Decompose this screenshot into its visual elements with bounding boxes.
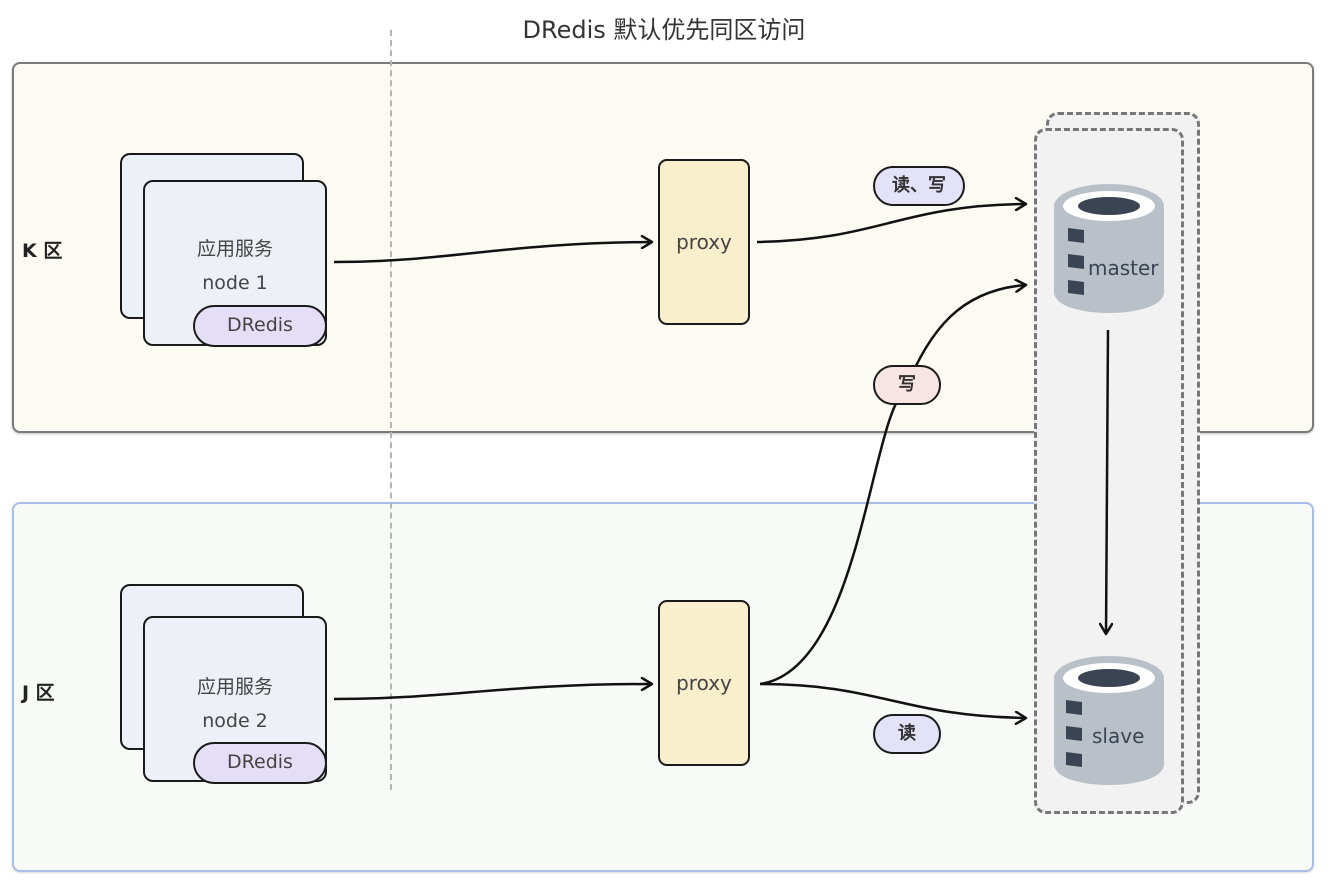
edge-proxy-j-master [759,285,1026,686]
edge-proxy-j-slave [759,682,1026,718]
app-node-2-name: 应用服务 [196,676,273,698]
dredis-client-2[interactable]: DRedis [193,742,327,784]
zone-divider-line [390,30,392,790]
zone-k-label: K 区 [22,240,63,262]
database-icon [1054,656,1164,785]
slave-label: slave [1092,724,1145,748]
edge-node1-proxy-k [333,242,652,264]
app-node-1-id: node 1 [202,272,268,294]
app-node-1-name: 应用服务 [196,238,273,260]
edge-label-read: 读 [873,714,941,754]
master-db[interactable]: master [1050,180,1168,318]
proxy-k-label: proxy [676,230,732,254]
zone-j-label: J 区 [22,682,55,704]
proxy-k[interactable]: proxy [658,159,750,325]
edge-proxy-k-master [756,204,1026,244]
app-node-2-id: node 2 [202,710,268,732]
slave-db[interactable]: slave [1050,652,1168,790]
edge-label-read-write: 读、写 [873,166,965,206]
proxy-j-label: proxy [676,671,732,695]
proxy-j[interactable]: proxy [658,600,750,766]
edge-master-slave [1106,329,1108,634]
master-label: master [1088,256,1159,280]
diagram-title: DRedis 默认优先同区访问 [522,16,806,44]
edge-node2-proxy-j [333,684,652,701]
database-icon [1054,184,1164,313]
edge-label-write: 写 [873,365,941,405]
dredis-client-1[interactable]: DRedis [193,305,327,347]
